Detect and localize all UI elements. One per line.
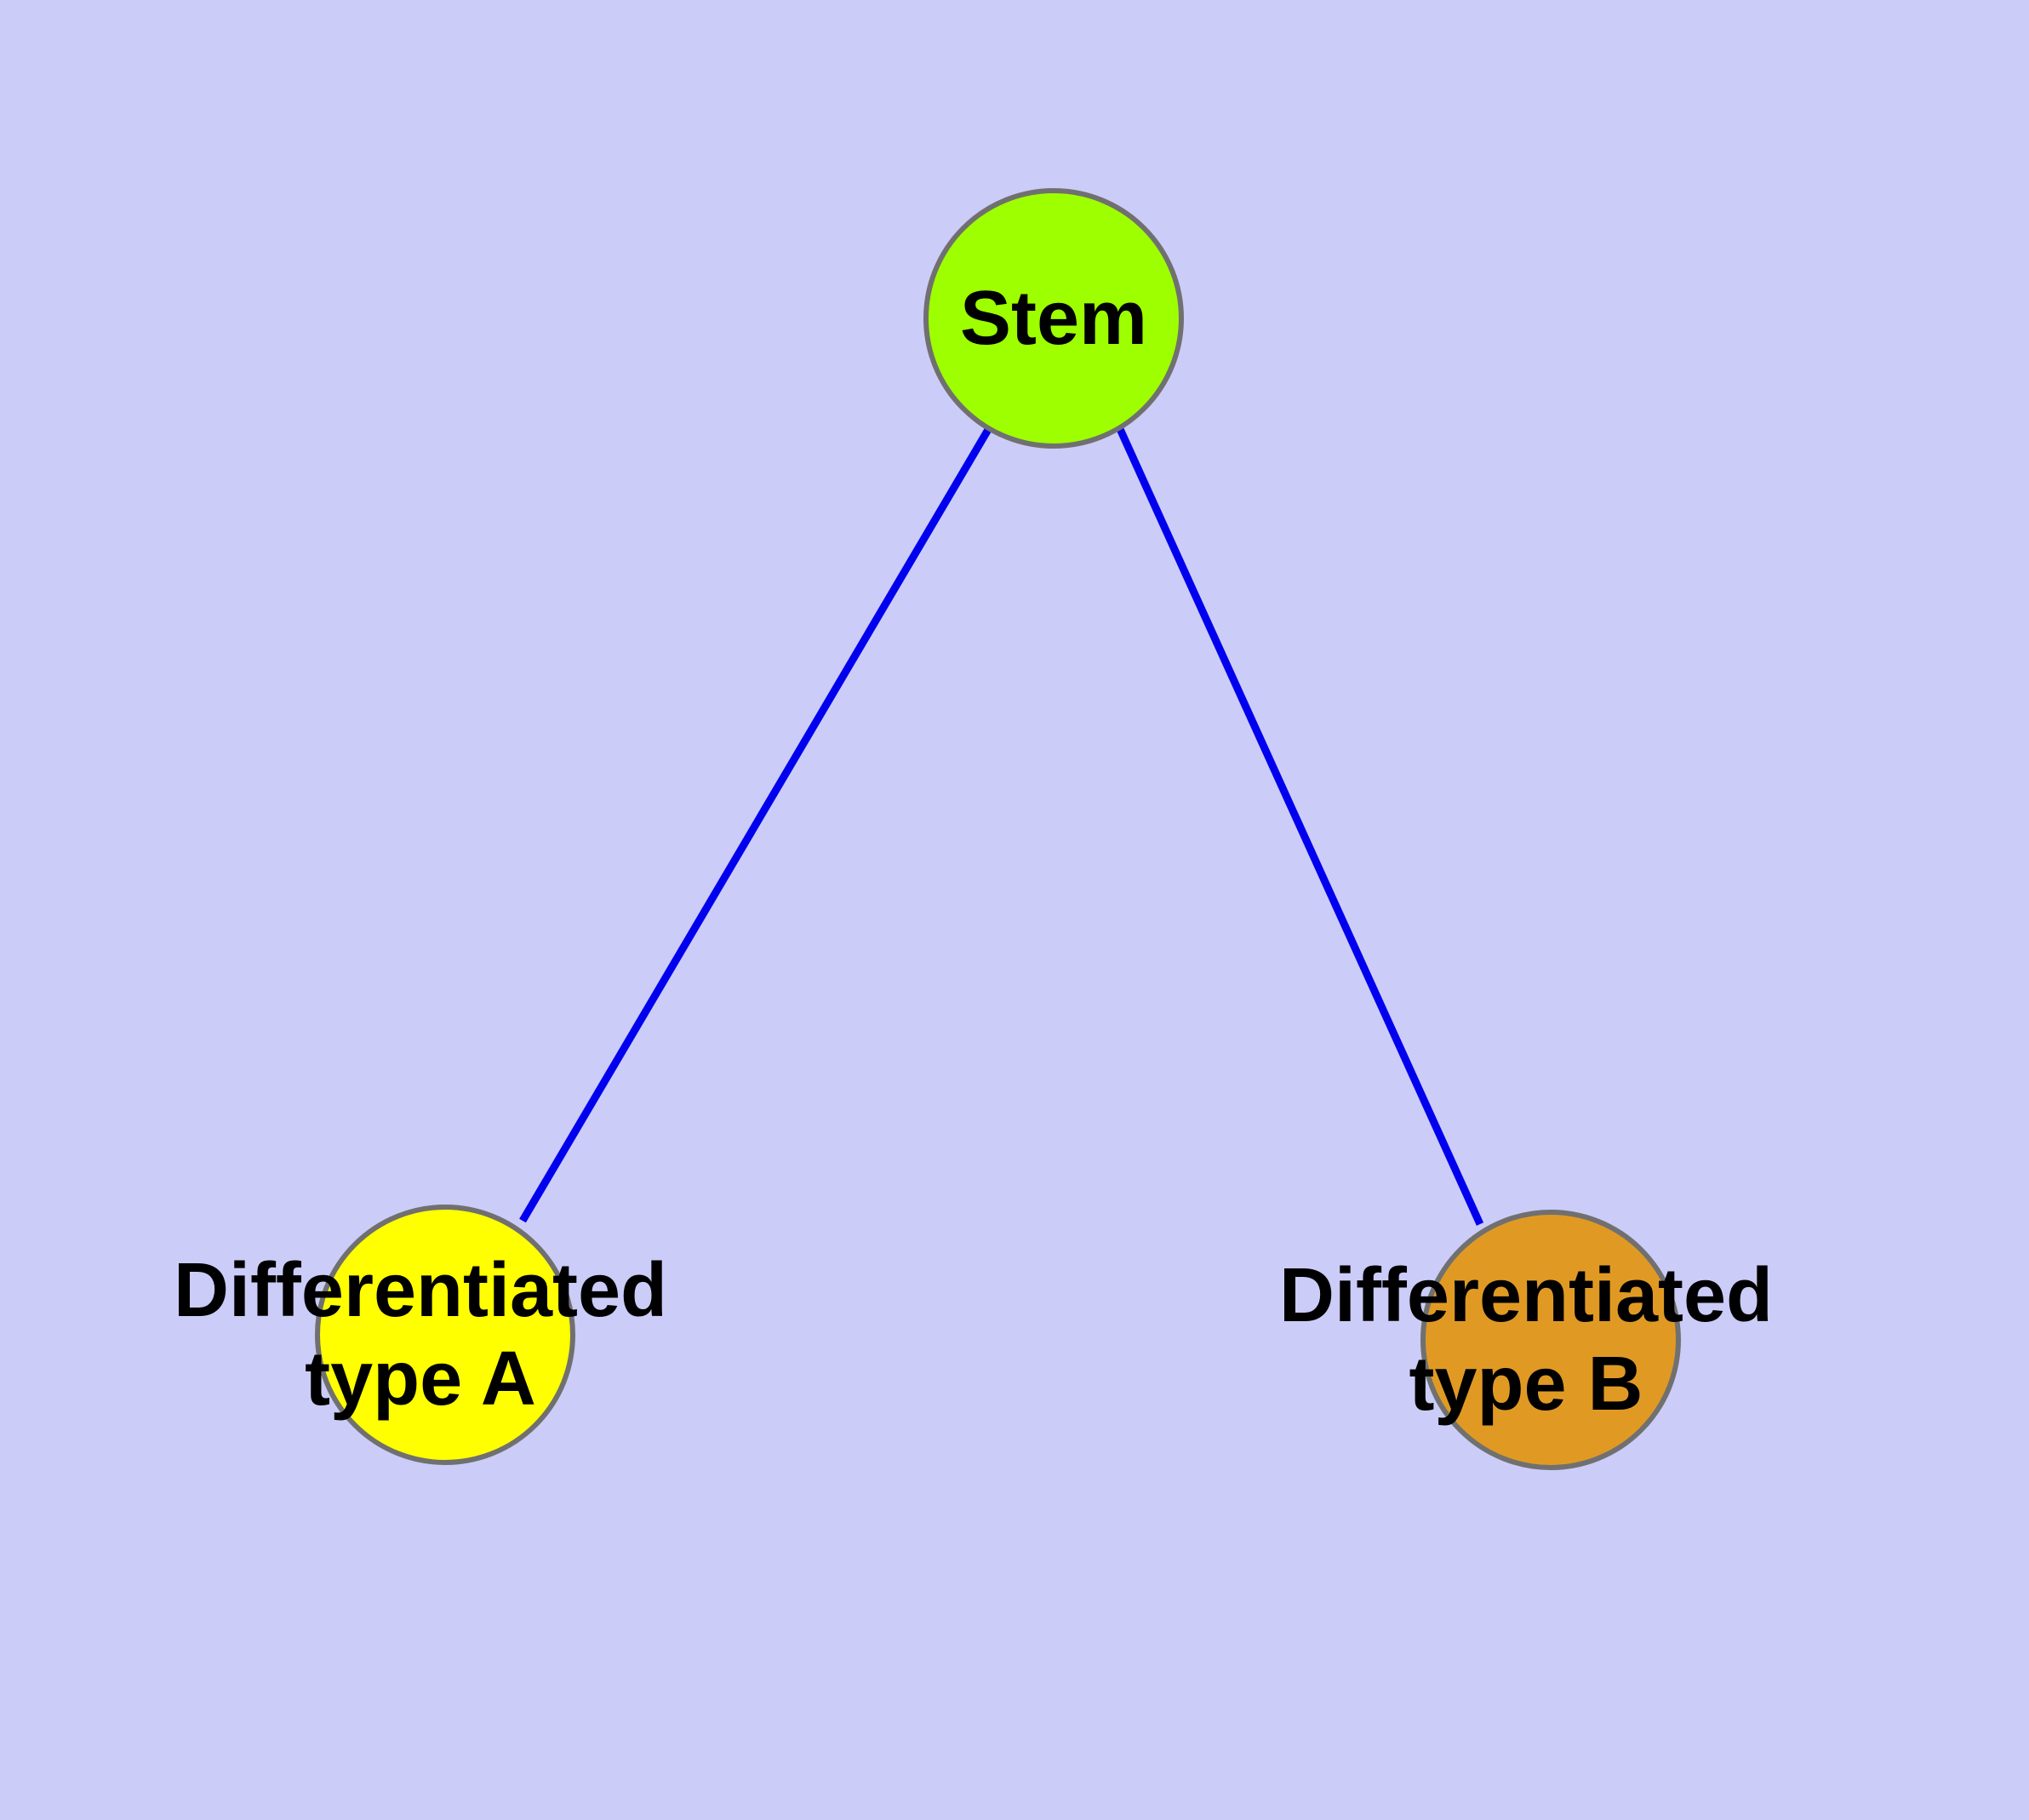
node-differentiated-type-a-circle[interactable] <box>315 1205 575 1465</box>
nodes-layer <box>315 188 1681 1470</box>
edge-stem-to-diff-a <box>519 426 992 1223</box>
node-differentiated-type-b-circle[interactable] <box>1420 1210 1681 1470</box>
edge-stem-to-diff-b <box>1116 427 1484 1226</box>
edges-layer <box>519 426 1484 1226</box>
node-stem-circle[interactable] <box>923 188 1184 449</box>
